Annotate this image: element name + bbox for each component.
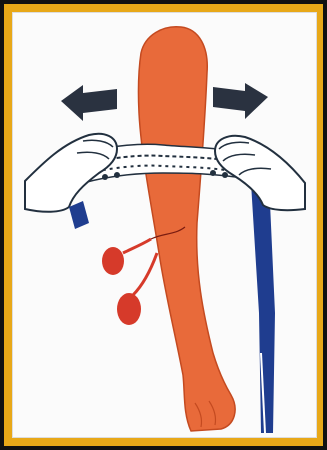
illustration-panel [12, 12, 317, 438]
arrow-right-icon [213, 83, 268, 119]
right-hand [215, 136, 305, 210]
left-hand [25, 134, 117, 229]
arrow-left-icon [61, 85, 117, 121]
blood-drops [102, 239, 157, 325]
tourniquet-illustration [13, 13, 316, 437]
tourniquet-cloth-right [251, 181, 275, 433]
arm [138, 27, 235, 431]
